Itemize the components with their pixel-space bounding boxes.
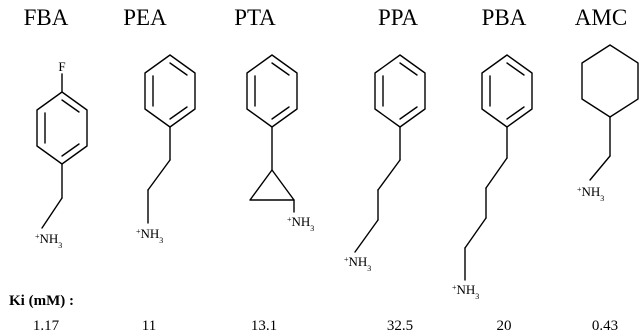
ammonium-group-pba: +NH3: [452, 282, 479, 301]
fluorine-atom: F: [58, 59, 65, 74]
compound-name-pba: PBA: [482, 5, 527, 30]
ki-value-amc: 0.43: [592, 318, 618, 334]
ki-value-pba: 20: [497, 318, 512, 334]
ki-value-fba: 1.17: [33, 318, 60, 334]
structure-fba: F +NH3: [35, 59, 88, 250]
ki-value-ppa: 32.5: [387, 318, 413, 334]
ki-value-pta: 13.1: [251, 318, 277, 334]
compound-name-pta: PTA: [234, 5, 276, 30]
structure-pta: +NH3: [246, 54, 314, 233]
ki-value-pea: 11: [142, 318, 156, 334]
compound-name-fba: FBA: [24, 5, 69, 30]
structure-amc: +NH3: [577, 44, 639, 203]
compound-name-amc: AMC: [575, 5, 627, 30]
ammonium-group-fba: +NH3: [35, 231, 62, 250]
ammonium-group-pta: +NH3: [287, 214, 314, 233]
compound-name-pea: PEA: [123, 5, 167, 30]
ammonium-group-pea: +NH3: [136, 226, 163, 245]
structure-pba: +NH3: [452, 54, 533, 301]
ammonium-group-ppa: +NH3: [344, 254, 371, 273]
compound-name-ppa: PPA: [378, 5, 418, 30]
structure-pea: +NH3: [136, 54, 196, 245]
structure-ppa: +NH3: [344, 54, 426, 273]
ammonium-group-amc: +NH3: [577, 184, 604, 203]
ki-label: Ki (mM) :: [9, 293, 74, 309]
